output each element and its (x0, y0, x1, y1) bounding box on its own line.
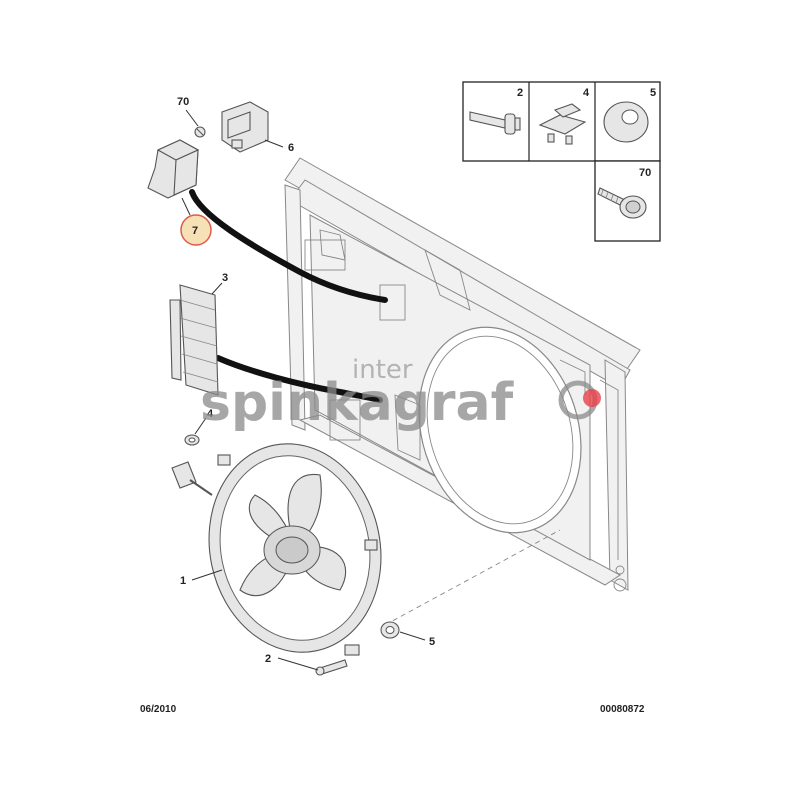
cable-upper (189, 189, 388, 303)
screw-part-70 (194, 126, 206, 138)
callout-7-highlight: 7 (180, 214, 212, 246)
inset-bolt-icon (469, 111, 521, 135)
callout-5: 5 (429, 636, 435, 648)
watermark: inter spinkagraf (200, 355, 601, 433)
grommet-part-5 (380, 621, 400, 639)
callout-6: 6 (288, 142, 294, 154)
radiator-support-frame (284, 157, 641, 592)
inset-label-5: 5 (650, 87, 656, 99)
parts-inset-box: 2 4 5 70 (462, 81, 661, 242)
fan-plug-connector (171, 461, 213, 496)
resistor-module-part-7 (147, 139, 200, 199)
inset-clip-icon (538, 103, 587, 145)
diagram-reference-number: 00080872 (600, 704, 645, 715)
callout-1: 1 (180, 575, 186, 587)
inset-label-4: 4 (583, 87, 590, 99)
callout-2: 2 (265, 653, 271, 665)
watermark-small-text: inter (352, 355, 413, 385)
inset-grommet-icon (603, 101, 649, 143)
cable-lower (215, 355, 383, 403)
watermark-brand-text: spinkagraf (200, 373, 515, 433)
connector-part-6 (221, 101, 269, 153)
callout-7: 7 (192, 225, 198, 237)
diagram-date: 06/2010 (140, 704, 177, 715)
callout-4: 4 (207, 408, 214, 420)
inset-label-70: 70 (639, 167, 651, 179)
fan-assembly-part-1 (208, 443, 382, 656)
callout-3: 3 (222, 272, 228, 284)
grommet-part-4 (184, 434, 200, 446)
watermark-logo-icon (558, 380, 601, 420)
resistor-grille-part-3 (169, 284, 219, 396)
inset-screw-icon (597, 187, 647, 219)
screw-part-2 (315, 659, 348, 676)
inset-label-2: 2 (517, 87, 523, 99)
callout-70: 70 (177, 96, 189, 108)
